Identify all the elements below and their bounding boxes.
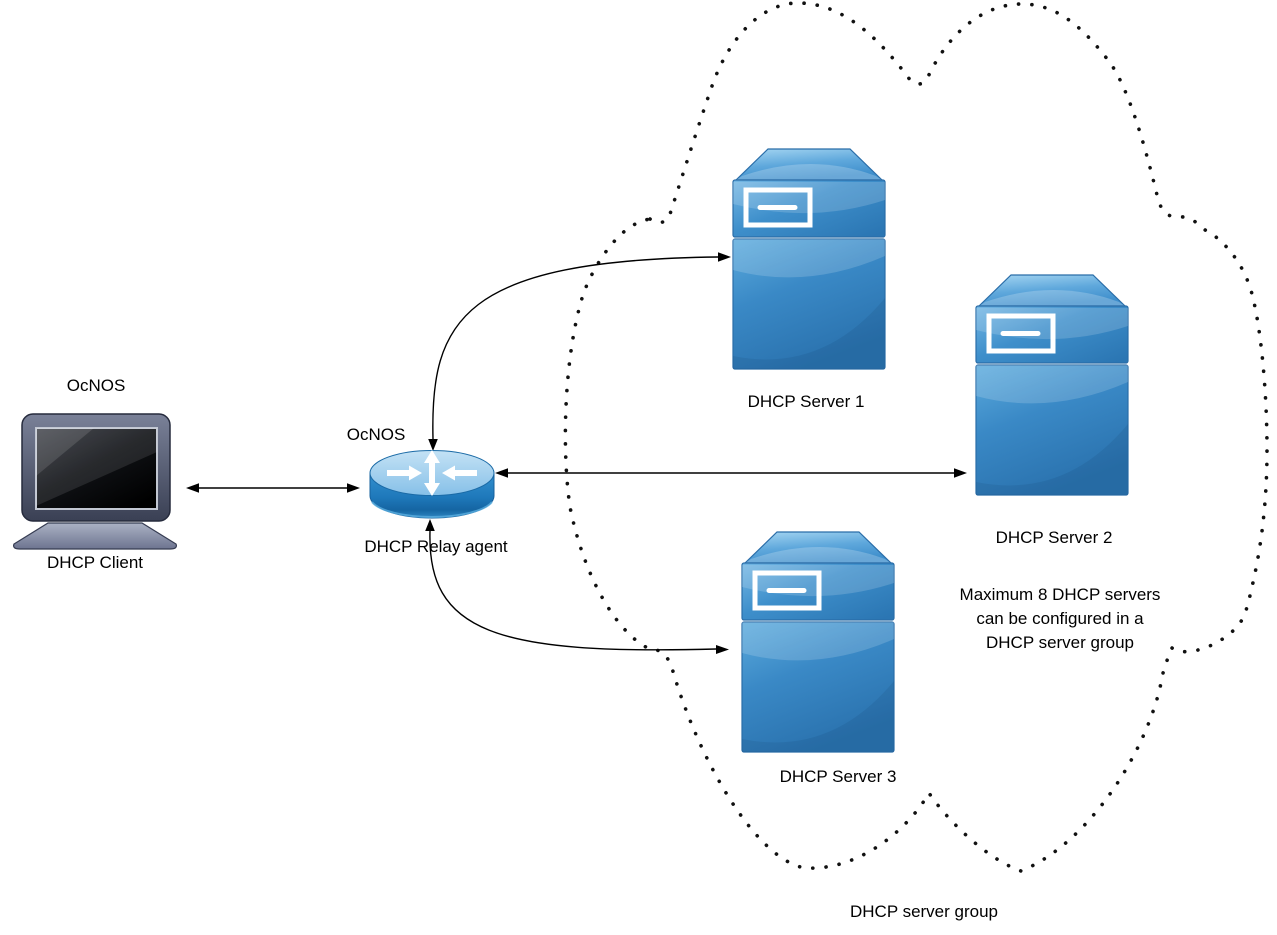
laptop-icon xyxy=(12,413,178,550)
server-icon-1 xyxy=(733,149,885,369)
server1-label: DHCP Server 1 xyxy=(747,392,865,411)
edge-relay-server2 xyxy=(495,468,967,478)
edge-relay-server3 xyxy=(425,519,729,654)
server2-label: DHCP Server 2 xyxy=(995,528,1113,547)
server-icon-2 xyxy=(976,275,1128,495)
max-servers-note: Maximum 8 DHCP servers can be configured… xyxy=(959,585,1161,652)
server-icon-3 xyxy=(742,532,894,752)
relay-agent-label: DHCP Relay agent xyxy=(364,537,508,556)
edge-relay-server1 xyxy=(428,252,731,451)
client-label: DHCP Client xyxy=(46,553,144,572)
client-os-label: OcNOS xyxy=(66,376,126,395)
server3-label: DHCP Server 3 xyxy=(779,767,897,786)
router-icon xyxy=(370,450,494,518)
edge-client-relay xyxy=(186,483,360,493)
dhcp-server-group-cloud xyxy=(563,1,1269,873)
router-os-label: OcNOS xyxy=(346,425,406,444)
server-group-label: DHCP server group xyxy=(849,902,999,921)
